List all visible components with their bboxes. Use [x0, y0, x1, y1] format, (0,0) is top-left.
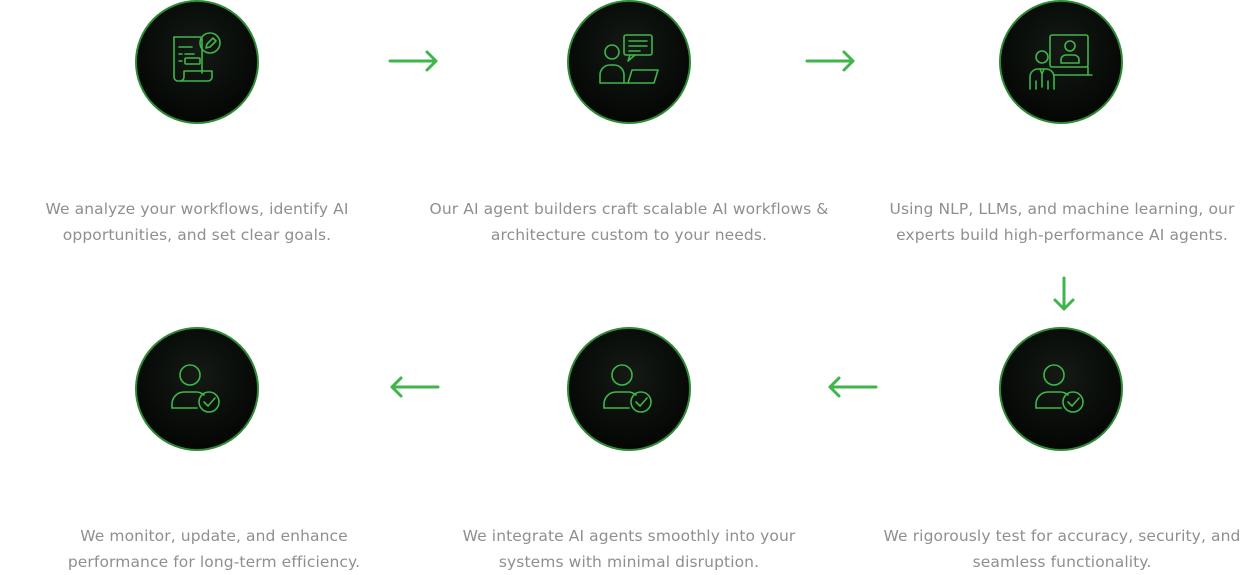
- step-1-description: We analyze your workflows, identify AI o…: [45, 200, 349, 244]
- chat-laptop-icon: [599, 34, 659, 84]
- arrow-right-icon: [388, 50, 438, 72]
- user-check-icon: [603, 364, 652, 413]
- step-2-icon-circle: [567, 0, 691, 124]
- user-check-icon: [1035, 364, 1084, 413]
- arrow-down-icon: [1053, 276, 1075, 311]
- step-6-icon-circle: [135, 327, 259, 451]
- user-check-icon: [171, 364, 220, 413]
- step-3-description: Using NLP, LLMs, and machine learning, o…: [889, 200, 1235, 244]
- step-3-icon-circle: [999, 0, 1123, 124]
- step-5-icon-circle: [567, 327, 691, 451]
- step-5-description: We integrate AI agents smoothly into you…: [462, 527, 796, 571]
- step-2-description: Our AI agent builders craft scalable AI …: [429, 200, 829, 244]
- step-1-icon-circle: [135, 0, 259, 124]
- step-4-icon-circle: [999, 327, 1123, 451]
- presentation-screen-icon: [1029, 34, 1093, 90]
- arrow-left-icon: [390, 376, 440, 398]
- step-6-description: We monitor, update, and enhance performa…: [67, 527, 361, 571]
- arrow-left-icon: [828, 376, 878, 398]
- step-4-description: We rigorously test for accuracy, securit…: [883, 527, 1241, 571]
- arrow-right-icon: [805, 50, 855, 72]
- document-edit-icon: [173, 32, 221, 82]
